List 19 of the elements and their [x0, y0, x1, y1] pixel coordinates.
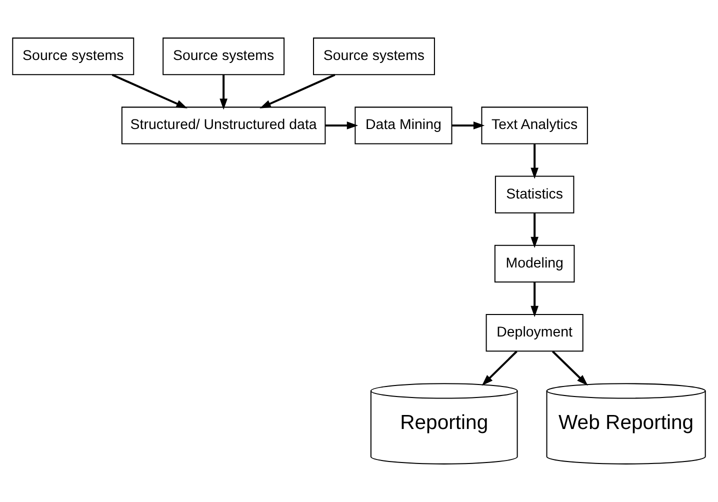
arrow: [482, 350, 518, 386]
node-box: Modeling: [494, 244, 575, 282]
node-box: Source systems: [162, 38, 285, 76]
arrow: [530, 144, 538, 179]
arrow: [260, 74, 336, 108]
node-box: Statistics: [494, 176, 574, 214]
arrow: [530, 213, 538, 248]
arrow: [220, 75, 228, 110]
arrow: [452, 122, 485, 130]
node-box: Structured/ Unstructured data: [121, 106, 326, 144]
node-box: Data Mining: [354, 106, 452, 144]
arrow: [552, 350, 588, 386]
arrow: [530, 282, 538, 318]
node-box: Source systems: [12, 38, 134, 76]
node-box: Source systems: [313, 38, 435, 76]
arrow: [325, 122, 358, 130]
node-box: Deployment: [486, 314, 584, 352]
arrow: [112, 74, 188, 108]
node-box: Text Analytics: [481, 106, 588, 144]
